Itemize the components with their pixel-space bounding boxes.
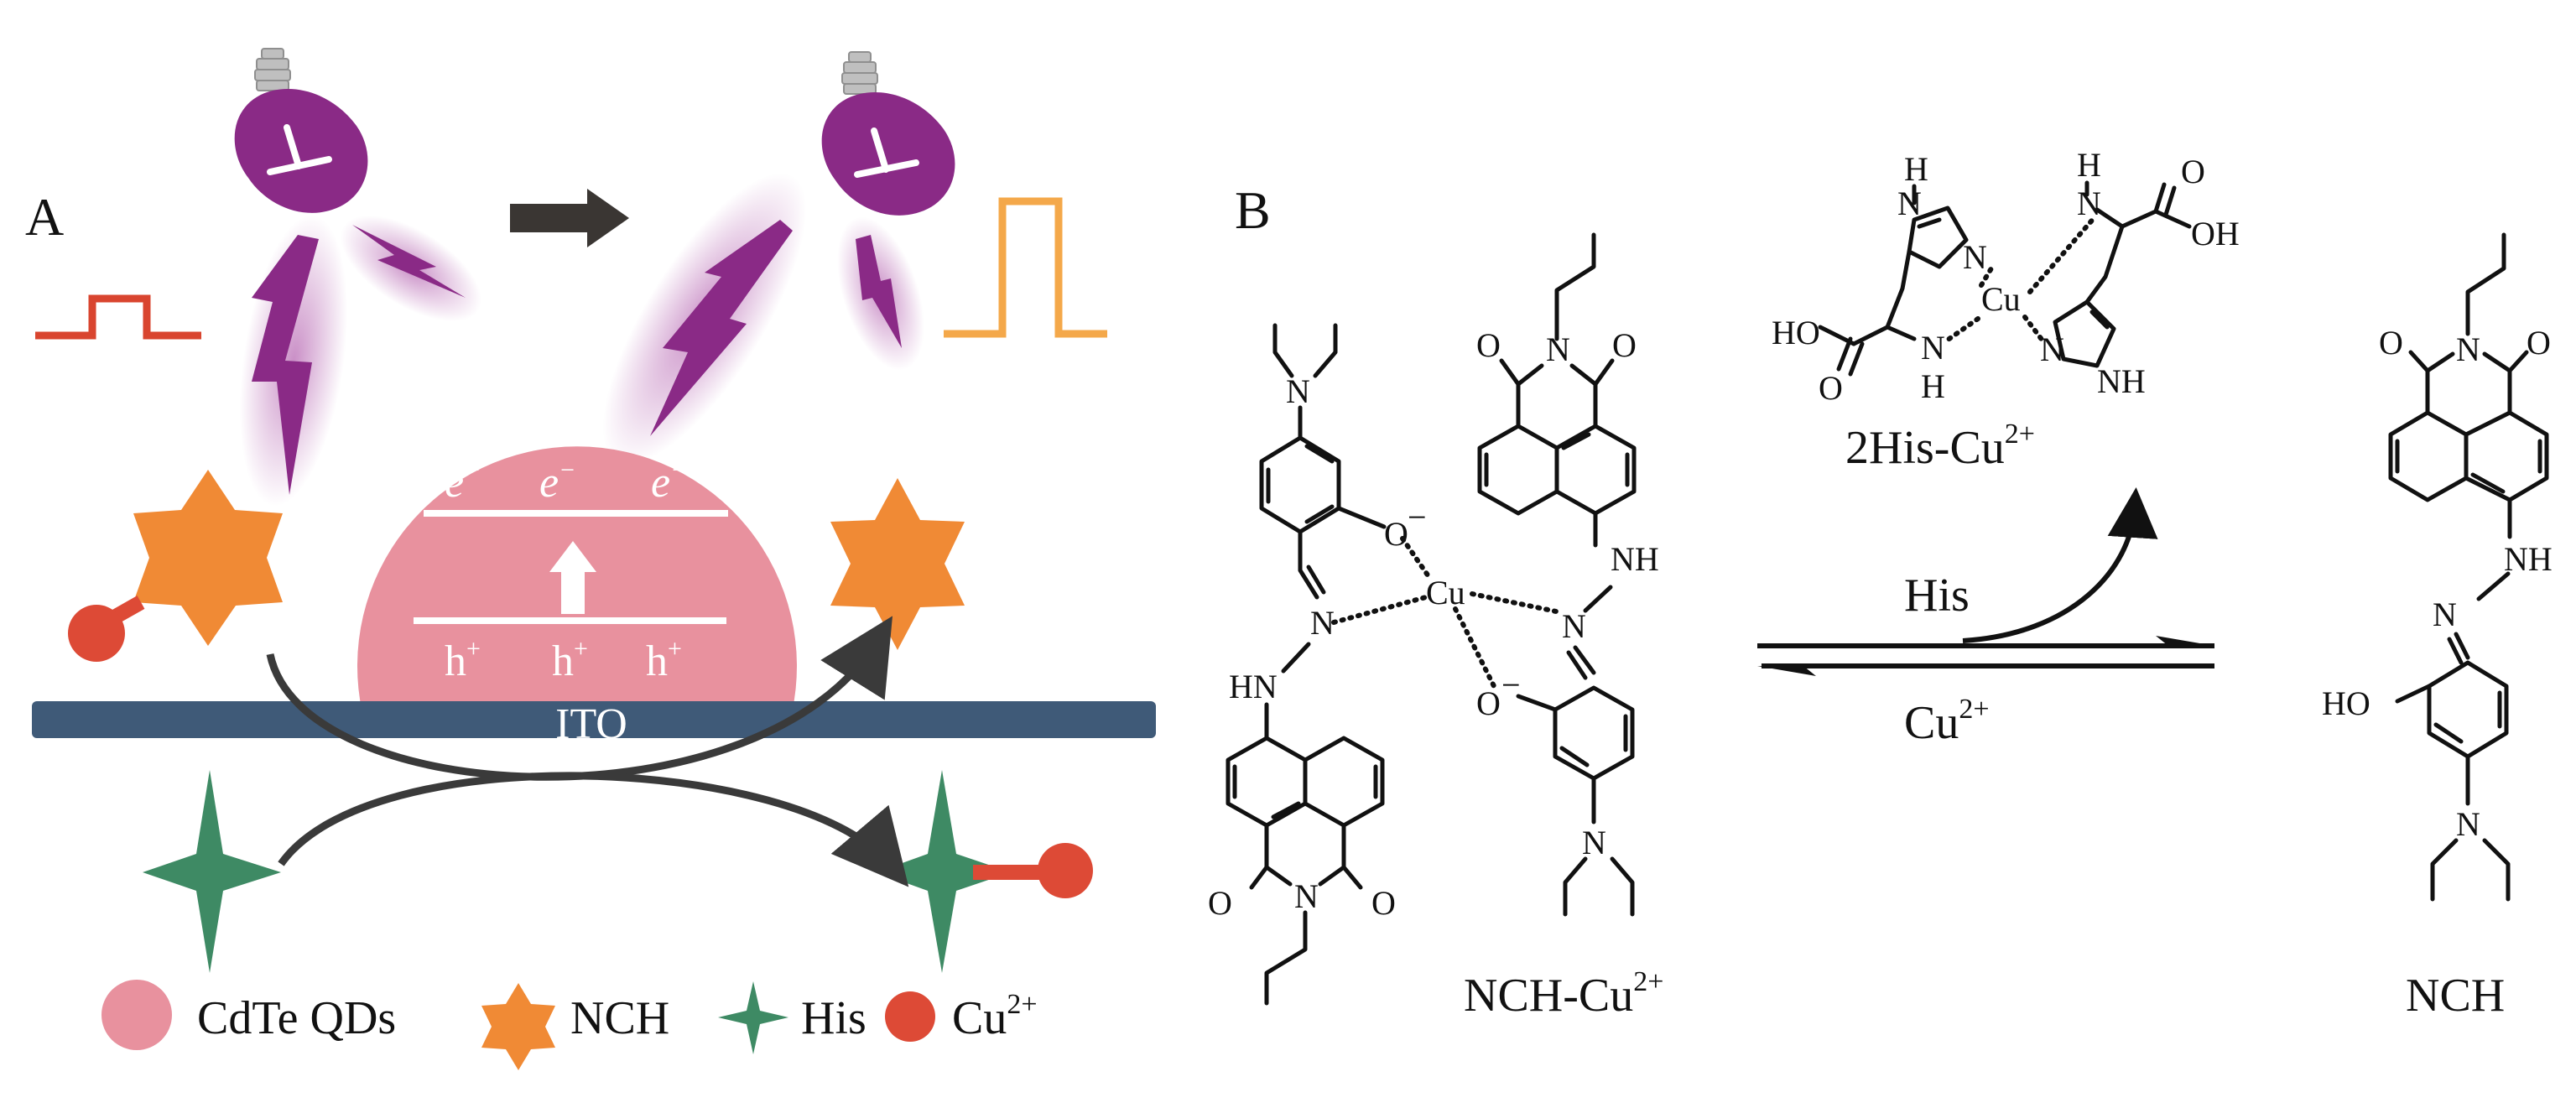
- panel-b-label: B: [1235, 180, 1271, 240]
- svg-text:NH: NH: [2097, 362, 2146, 400]
- his-cu-complex-label: 2His-Cu2+: [1845, 419, 2035, 474]
- svg-text:Cu: Cu: [1981, 280, 2021, 318]
- equilibrium-arrows: [1757, 487, 2214, 676]
- svg-text:N: N: [2433, 596, 2457, 633]
- his-cu-complex-structure: H N N HO O N H Cu H N O OH N: [1772, 146, 2240, 407]
- svg-text:O: O: [1476, 684, 1501, 722]
- svg-text:O: O: [2527, 324, 2551, 362]
- legend-his-label: His: [801, 992, 866, 1044]
- svg-text:−: −: [1408, 498, 1427, 536]
- svg-text:N: N: [2456, 330, 2480, 368]
- svg-text:O: O: [2181, 153, 2205, 190]
- svg-text:HN: HN: [1229, 668, 1278, 705]
- legend-nch-label: NCH: [570, 992, 669, 1044]
- svg-text:N: N: [1921, 329, 1945, 367]
- electrons: e− e− e−: [445, 456, 687, 507]
- nch-structure: N O O NH N HO N: [2322, 232, 2553, 902]
- cu-ion-bound: [68, 605, 125, 662]
- reverse-reagent-label: Cu2+: [1904, 694, 1990, 749]
- holes: h+ h+ h+: [445, 635, 682, 685]
- legend-cu-swatch: [885, 991, 935, 1042]
- svg-text:h+: h+: [445, 635, 481, 685]
- svg-text:O: O: [2379, 324, 2403, 362]
- legend-qd-swatch: [101, 980, 172, 1050]
- legend: CdTe QDs NCH His Cu2+: [101, 980, 1038, 1070]
- svg-text:Cu: Cu: [1426, 574, 1465, 611]
- svg-text:N: N: [1294, 877, 1319, 915]
- svg-text:H: H: [1921, 367, 1945, 405]
- light-bulb-icon: [821, 51, 955, 216]
- his-star-bound: [877, 770, 1011, 973]
- svg-text:N: N: [1562, 607, 1586, 645]
- svg-text:H: H: [2077, 146, 2101, 184]
- low-signal-pulse: [35, 294, 201, 340]
- svg-text:N: N: [1897, 185, 1922, 222]
- nch-cu-complex-label: NCH-Cu2+: [1464, 966, 1663, 1022]
- svg-text:O: O: [1819, 369, 1843, 407]
- svg-text:N: N: [2456, 805, 2480, 843]
- svg-text:N: N: [2040, 330, 2064, 368]
- svg-text:O: O: [1384, 515, 1408, 553]
- svg-text:OH: OH: [2191, 215, 2240, 252]
- panel-a: A: [25, 48, 1156, 1070]
- forward-reagent-label: His: [1904, 570, 1970, 622]
- panel-a-label: A: [25, 187, 64, 247]
- svg-text:NH: NH: [1611, 540, 1659, 578]
- his-star-free: [143, 770, 281, 973]
- legend-qd-label: CdTe QDs: [197, 992, 396, 1044]
- svg-text:O: O: [1371, 884, 1396, 922]
- svg-text:O: O: [1612, 326, 1637, 364]
- svg-text:O: O: [1208, 884, 1232, 922]
- nch-label: NCH: [2406, 970, 2505, 1022]
- svg-text:−: −: [1501, 666, 1521, 704]
- ito-label: ITO: [555, 700, 627, 748]
- high-signal-pulse: [944, 197, 1107, 338]
- legend-nch-swatch: [481, 983, 555, 1070]
- excitation-arrow: [549, 541, 596, 614]
- svg-text:N: N: [1582, 824, 1606, 861]
- svg-text:h+: h+: [646, 635, 682, 685]
- svg-text:N: N: [1286, 372, 1310, 410]
- ito-electrode: [32, 701, 1156, 738]
- svg-text:H: H: [1904, 150, 1928, 188]
- svg-text:e−: e−: [445, 456, 481, 507]
- transition-arrow: [510, 189, 629, 247]
- svg-text:e−: e−: [539, 456, 575, 507]
- svg-text:HO: HO: [2322, 684, 2370, 722]
- cu-transfer-arrow-lower: [278, 772, 909, 887]
- light-irradiation-bolts: [239, 173, 924, 507]
- svg-text:N: N: [1963, 238, 1987, 276]
- light-bulb-icon: [234, 48, 368, 213]
- legend-cu-label: Cu2+: [952, 989, 1038, 1044]
- cu-ion-bound: [1038, 843, 1093, 898]
- svg-text:h+: h+: [552, 635, 588, 685]
- nch-cu-complex-structure: N O − N HN N O O: [1208, 232, 1659, 1006]
- svg-text:HO: HO: [1772, 314, 1820, 351]
- nch-star-free: [830, 478, 965, 650]
- svg-text:O: O: [1476, 326, 1501, 364]
- svg-text:NH: NH: [2504, 540, 2553, 578]
- svg-text:N: N: [1310, 604, 1335, 642]
- nch-star-bound: [133, 470, 283, 646]
- svg-text:e−: e−: [651, 456, 687, 507]
- panel-b: B N O − N HN: [1208, 146, 2553, 1022]
- legend-his-swatch: [718, 981, 788, 1054]
